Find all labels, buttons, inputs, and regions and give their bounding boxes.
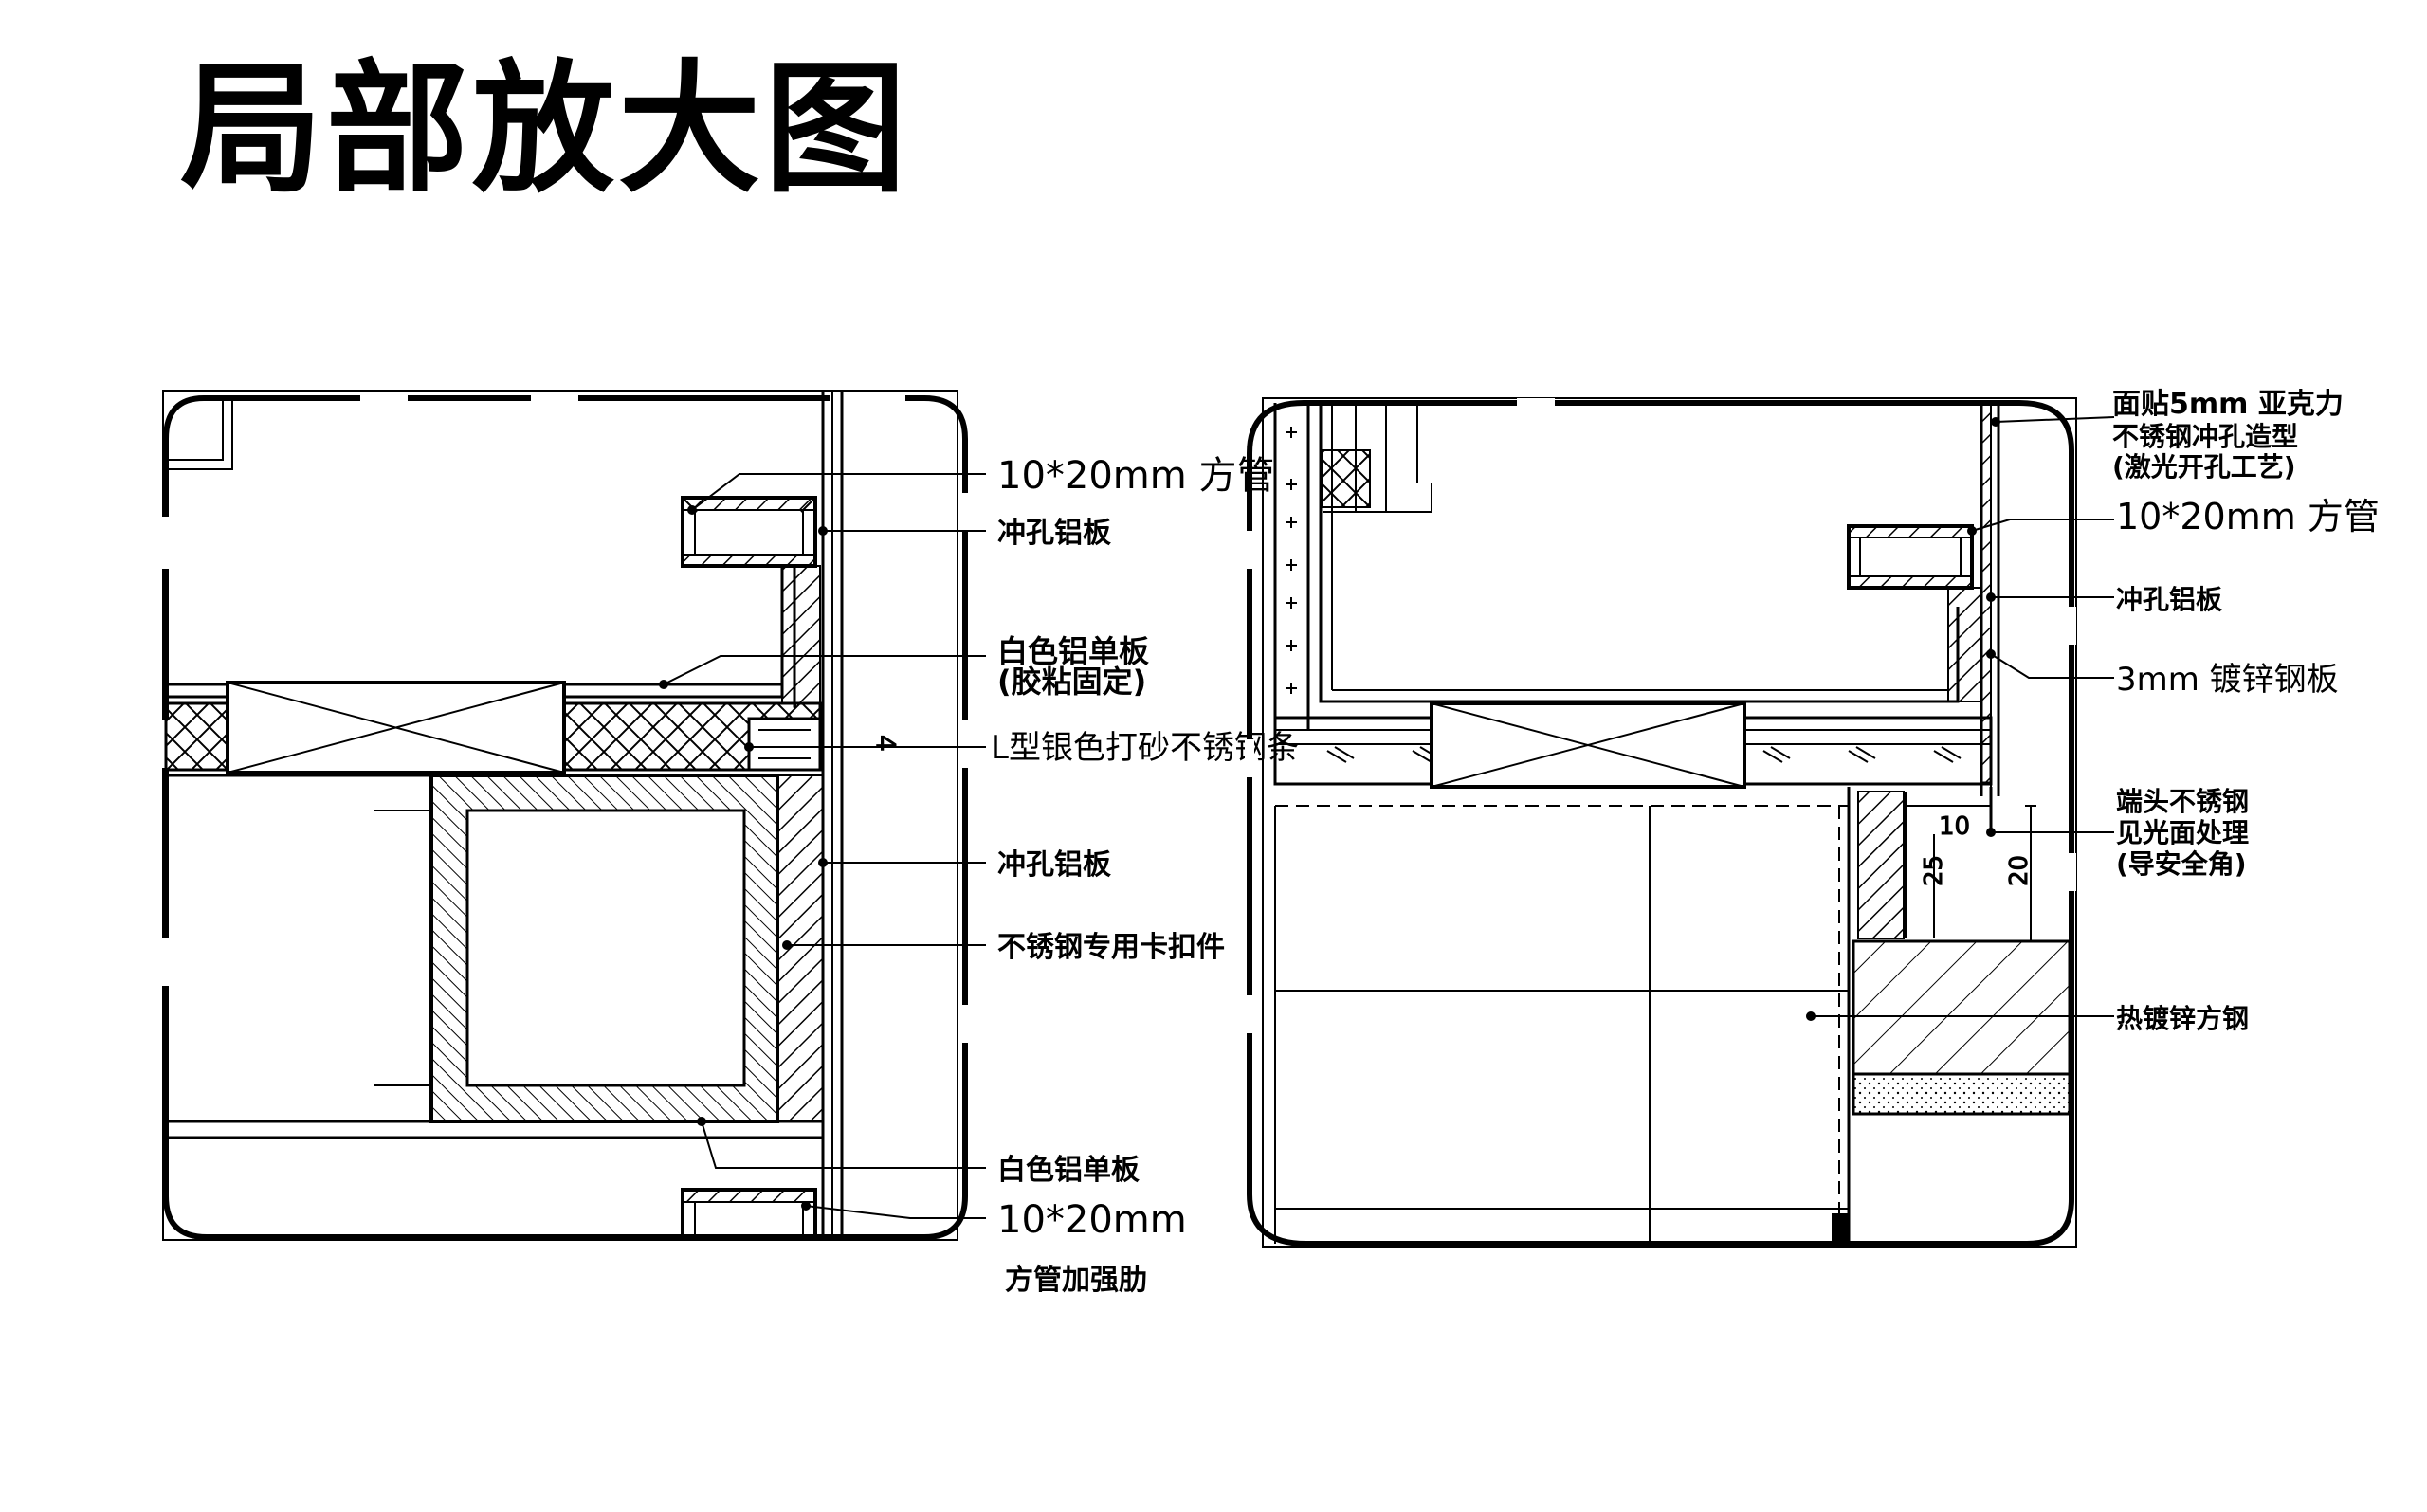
label-clip: 不锈钢专用卡扣件 — [997, 931, 1225, 964]
label-perf-top: 冲孔铝板 — [997, 517, 1111, 550]
label-acrylic: 面贴5mm 亚克力 — [2112, 388, 2344, 421]
dim-20: 20 — [2005, 855, 2034, 886]
label-perf: 冲孔铝板 — [2116, 584, 2222, 615]
label-ss-end: 端头不锈钢 — [2116, 786, 2249, 817]
label-white-panel-glued-note: (胶粘固定) — [997, 664, 1146, 700]
label-white-panel-glued: 白色铝单板 — [997, 633, 1149, 669]
page-title: 局部放大图 — [180, 47, 911, 212]
label-ss-end-safety: (导安全角) — [2116, 848, 2247, 880]
label-galv-plate: 3mm 镀锌钢板 — [2116, 661, 2339, 699]
dim-25: 25 — [1920, 855, 1948, 886]
label-hot-galv: 热镀锌方钢 — [2116, 1003, 2249, 1034]
label-tube-bottom: 10*20mm — [997, 1198, 1187, 1242]
label-tube-top: 10*20mm 方管 — [997, 454, 1274, 498]
label-ss-end-finish: 见光面处理 — [2116, 817, 2249, 848]
right-detail: 10 25 20 — [1245, 397, 2115, 1248]
left-labels: 10*20mm 方管 冲孔铝板 白色铝单板 (胶粘固定) L型银色打砂不锈钢条 … — [991, 454, 1299, 1297]
gap-dimension: 4 — [870, 735, 902, 752]
label-white-panel-bottom: 白色铝单板 — [997, 1154, 1140, 1187]
label-acrylic-perf: 不锈钢冲孔造型 — [2112, 421, 2298, 452]
dim-10: 10 — [1939, 812, 1970, 841]
label-acrylic-laser: (激光开孔工艺) — [2112, 451, 2296, 483]
left-detail: 4 — [161, 390, 986, 1241]
label-perf-mid: 冲孔铝板 — [997, 848, 1111, 882]
right-labels: 面贴5mm 亚克力 不锈钢冲孔造型 (激光开孔工艺) 10*20mm 方管 冲孔… — [2112, 388, 2380, 1034]
label-tube-rib: 方管加强肋 — [1005, 1264, 1147, 1297]
label-tube: 10*20mm 方管 — [2116, 496, 2380, 537]
